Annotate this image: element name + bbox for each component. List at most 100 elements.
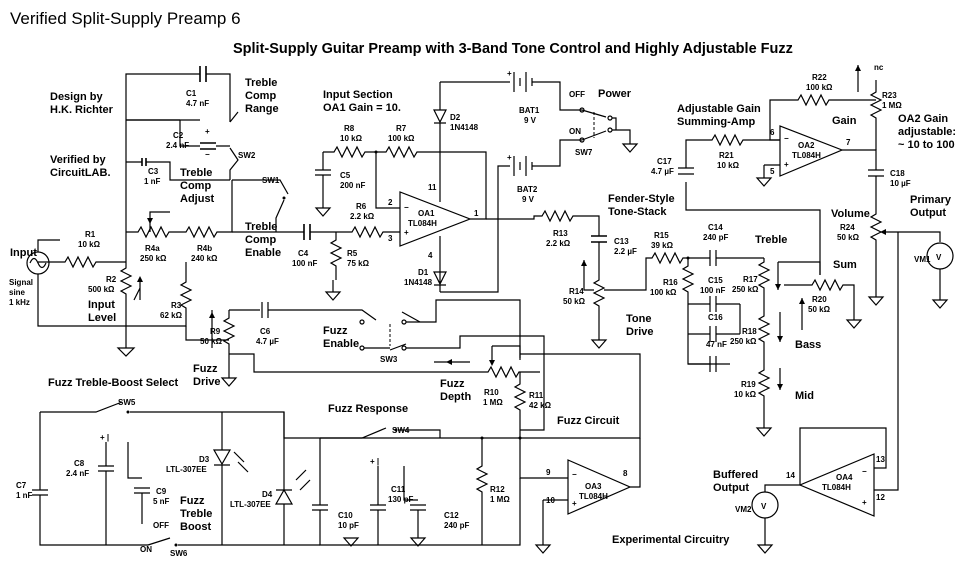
- d4-ref: D4: [262, 490, 273, 499]
- r15-ref: R15: [654, 231, 669, 240]
- oa1-pin-vpos: 11: [428, 183, 437, 192]
- r7-ref: R7: [396, 124, 407, 133]
- c13-value: 2.2 µF: [614, 247, 637, 256]
- oa1-minus: −: [404, 203, 409, 212]
- c11-ref: C11: [391, 485, 406, 494]
- designer-note: Design by H.K. Richter Verified by Circu…: [50, 91, 114, 179]
- oa2-pin-noninv: 5: [770, 167, 775, 176]
- r10-value: 1 MΩ: [483, 398, 503, 407]
- signal-label: Signal: [9, 278, 33, 287]
- oa1-pin-out: 1: [474, 209, 479, 218]
- c3-value: 1 nF: [144, 177, 161, 186]
- r3-ref: R3: [171, 301, 182, 310]
- power-off-label: OFF: [569, 90, 585, 99]
- oa1-pin-vneg: 4: [428, 251, 433, 260]
- sw6-off: OFF: [153, 521, 169, 530]
- fuzz-circuit-label: Fuzz Circuit: [557, 415, 620, 427]
- power-on-label: ON: [569, 127, 581, 136]
- tone-stack: R13 2.2 kΩ C13 2.2 µF R14 50 kΩ Tone Dri…: [486, 209, 857, 415]
- oa2-gain-note-2: adjustable:: [898, 126, 956, 138]
- r13-value: 2.2 kΩ: [546, 239, 571, 248]
- r1-value: 10 kΩ: [78, 240, 101, 249]
- oa1-pin-inv: 2: [388, 198, 393, 207]
- r2-ref: R2: [106, 275, 117, 284]
- c4-value: 100 nF: [292, 259, 317, 268]
- input-section-label: Input Section: [323, 89, 393, 101]
- c6-value: 4.7 µF: [256, 337, 279, 346]
- c2-ref: C2: [173, 131, 184, 140]
- oa4-minus: −: [862, 467, 867, 476]
- r2-value: 500 kΩ: [88, 285, 115, 294]
- r19-ref: R19: [741, 380, 756, 389]
- oa3-plus: +: [572, 499, 577, 508]
- oa2-pin-inv: 6: [770, 128, 775, 137]
- bat1-volt: 9 V: [524, 116, 537, 125]
- power-label: Power: [598, 88, 632, 100]
- c16-ref: C16: [708, 313, 723, 322]
- sw4-marks: + |: [370, 457, 379, 466]
- primary-output-2: Output: [910, 207, 946, 219]
- bat2-ref: BAT2: [517, 185, 538, 194]
- r5-ref: R5: [347, 249, 358, 258]
- sw2-minus: −: [205, 150, 210, 159]
- r20-ref: R20: [812, 295, 827, 304]
- sw2-ref: SW2: [238, 151, 256, 160]
- r21-ref: R21: [719, 151, 734, 160]
- input-level-label-1: Input: [88, 299, 115, 311]
- oa1-gain-note: OA1 Gain = 10.: [323, 102, 401, 114]
- r11-value: 42 kΩ: [529, 401, 552, 410]
- r18-ref: R18: [742, 327, 757, 336]
- sw5-ref: SW5: [118, 398, 136, 407]
- r24-value: 50 kΩ: [837, 233, 860, 242]
- r6-value: 2.2 kΩ: [350, 212, 375, 221]
- volume-label: Volume: [831, 208, 870, 220]
- fuzz-depth-2: Depth: [440, 391, 471, 403]
- designer-name: H.K. Richter: [50, 104, 114, 116]
- fuzz-response-label: Fuzz Response: [328, 403, 408, 415]
- oa1-section: C4 100 nF R5 75 kΩ R6 2.2 kΩ C5 200 nF R…: [292, 82, 487, 292]
- fuzz-treble-boost: SW5 + | C7 1 nF C8 2.4 nF C9 5 nF Fuzz T…: [16, 398, 320, 558]
- signal-type: sine: [9, 288, 26, 297]
- treble-comp-range-1: Treble: [245, 77, 277, 89]
- signal-frequency: 1 kHz: [9, 298, 30, 307]
- c17-ref: C17: [657, 157, 672, 166]
- tone-stack-label: Tone-Stack: [608, 206, 667, 218]
- c13-ref: C13: [614, 237, 629, 246]
- sw7-ref: SW7: [575, 148, 593, 157]
- c14-ref: C14: [708, 223, 723, 232]
- treble-comp-enable-3: Enable: [245, 247, 281, 259]
- ground-symbols: [116, 129, 949, 554]
- fuzz-treble-select-label: Fuzz Treble-Boost Select: [48, 377, 179, 389]
- nc-label: nc: [874, 63, 884, 72]
- fuzz-drive-1: Fuzz: [193, 363, 218, 375]
- sw2-plus: +: [205, 127, 210, 136]
- oa2-gain-note-1: OA2 Gain: [898, 113, 948, 125]
- c5-ref: C5: [340, 171, 351, 180]
- c6-ref: C6: [260, 327, 271, 336]
- gain-label: Gain: [832, 115, 857, 127]
- c1-value: 4.7 nF: [186, 99, 209, 108]
- r12-value: 1 MΩ: [490, 495, 510, 504]
- oa4-pin-out: 14: [786, 471, 795, 480]
- r8-ref: R8: [344, 124, 355, 133]
- input-stage: R1 10 kΩ R2 500 kΩ Input Level R3 62 kΩ: [37, 73, 200, 327]
- vm2-ref: VM2: [735, 505, 752, 514]
- c8-ref: C8: [74, 459, 85, 468]
- mid-label: Mid: [795, 390, 814, 402]
- oa3-section: − + 9 10 8 OA3 TL084H R12 1 MΩ C10 10 pF…: [312, 353, 641, 546]
- bat2-volt: 9 V: [522, 195, 535, 204]
- oa4-pin-noninv: 12: [876, 493, 885, 502]
- d1-ref: D1: [418, 268, 429, 277]
- r7-value: 100 kΩ: [388, 134, 415, 143]
- treble-comp-range-3: Range: [245, 103, 279, 115]
- c2-value: 2.4 nF: [166, 141, 189, 150]
- fuzz-treble-boost-2: Treble: [180, 508, 212, 520]
- vm1-ref: VM1: [914, 255, 931, 264]
- buffered-output-1: Buffered: [713, 469, 758, 481]
- r4b-ref: R4b: [197, 244, 212, 253]
- r4a-ref: R4a: [145, 244, 160, 253]
- r14-ref: R14: [569, 287, 584, 296]
- power-section: + BAT1 9 V + BAT2 9 V OFF ON Power SW7: [440, 69, 632, 293]
- c17-value: 4.7 µF: [651, 167, 674, 176]
- oa2-pin-out: 7: [846, 138, 851, 147]
